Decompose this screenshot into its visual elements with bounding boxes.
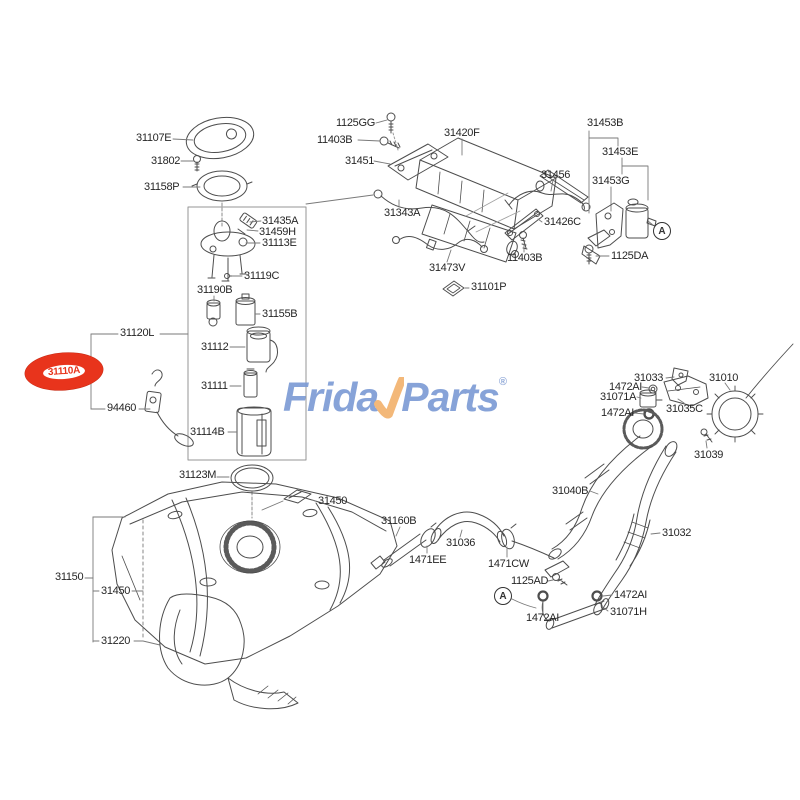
part-label-31802: 31802	[151, 155, 181, 167]
part-label-31033: 31033	[634, 372, 664, 384]
part-label-31036: 31036	[446, 537, 476, 549]
part-label-31071A: 31071A	[600, 391, 637, 403]
part-label-31453G: 31453G	[592, 175, 630, 187]
part-label-31120L: 31120L	[120, 327, 155, 339]
part-label-31450: 31450	[101, 585, 131, 597]
part-label-31150: 31150	[55, 571, 84, 583]
part-label-1471CW: 1471CW	[488, 558, 529, 570]
part-label-31112: 31112	[201, 341, 229, 353]
part-label-31155B: 31155B	[262, 308, 298, 320]
part-label-31113E: 31113E	[262, 237, 297, 249]
detail-marker-A: A	[494, 587, 512, 605]
part-label-31473V: 31473V	[429, 262, 466, 274]
part-label-31158P: 31158P	[144, 181, 180, 193]
part-label-31119C: 31119C	[244, 270, 280, 282]
part-label-1125DA: 1125DA	[611, 250, 649, 262]
part-label-31111: 31111	[201, 380, 228, 392]
part-label-31123M: 31123M	[179, 469, 217, 481]
part-label-31453E: 31453E	[602, 146, 639, 158]
part-label-31107E: 31107E	[136, 132, 172, 144]
part-label-31451: 31451	[345, 155, 375, 167]
part-label-31114B: 31114B	[190, 426, 225, 438]
part-label-1471EE: 1471EE	[409, 554, 447, 566]
check-icon	[374, 377, 405, 419]
registered-mark: ®	[498, 376, 507, 388]
highlighted-part-number: 31110A	[42, 363, 86, 380]
part-label-31190B: 31190B	[197, 284, 233, 296]
watermark-text-right: Parts	[401, 374, 500, 420]
part-label-31459H: 31459H	[259, 226, 296, 238]
part-label-31010: 31010	[709, 372, 739, 384]
part-label-31420F: 31420F	[444, 127, 480, 139]
part-label-31426C: 31426C	[544, 216, 581, 228]
part-label-1125AD: 1125AD	[511, 575, 549, 587]
part-label-1125GG: 1125GG	[336, 117, 375, 129]
watermark-text-left: Frida	[283, 374, 379, 420]
part-label-1472AI: 1472AI	[614, 589, 648, 601]
watermark-logo: Frida Parts ®	[283, 374, 507, 423]
part-label-31101P: 31101P	[471, 281, 507, 293]
part-label-94460: 94460	[107, 402, 137, 414]
part-label-11403B: 11403B	[317, 134, 353, 146]
part-label-31160B: 31160B	[381, 515, 417, 527]
part-label-31456: 31456	[541, 169, 571, 181]
part-label-31453B: 31453B	[587, 117, 624, 129]
part-label-31435A: 31435A	[262, 215, 299, 227]
part-label-1472AI: 1472AI	[526, 612, 560, 624]
part-label-11403B: 11403B	[507, 252, 543, 264]
part-label-31343A: 31343A	[384, 207, 421, 219]
part-label-31039: 31039	[694, 449, 724, 461]
part-label-31220: 31220	[101, 635, 131, 647]
part-label-31450: 31450	[318, 495, 348, 507]
part-label-1472AI: 1472AI	[609, 381, 643, 393]
part-label-31035C: 31035C	[666, 403, 703, 415]
detail-marker-A: A	[653, 222, 671, 240]
part-label-31032: 31032	[662, 527, 692, 539]
part-label-31040B: 31040B	[552, 485, 589, 497]
part-label-31071H: 31071H	[610, 606, 647, 618]
part-label-1472AI: 1472AI	[601, 407, 635, 419]
